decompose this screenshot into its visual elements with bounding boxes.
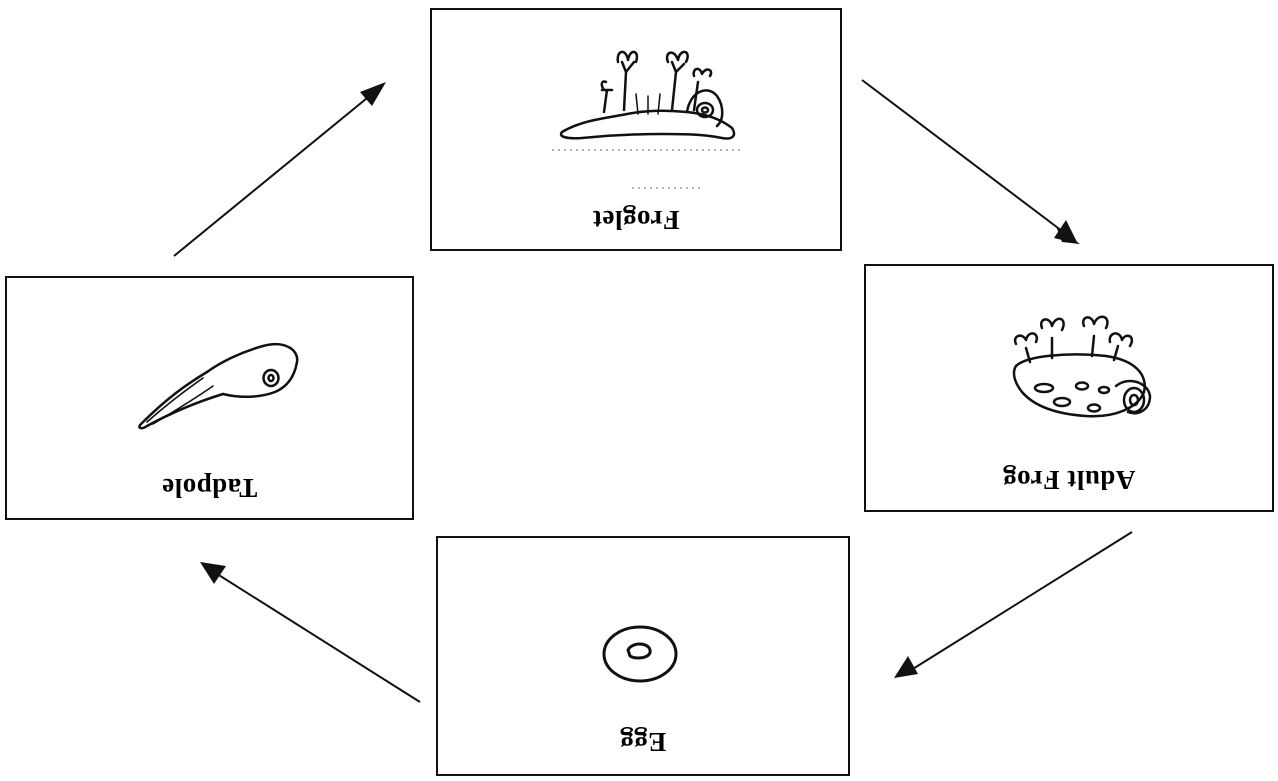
arrowhead-egg-to-tadpole <box>200 562 226 584</box>
arrowhead-tadpole-to-froglet <box>360 82 386 106</box>
arrow-tadpole-to-froglet <box>174 94 372 256</box>
arrow-adult-to-egg <box>908 532 1132 672</box>
arrowhead-froglet-to-adult <box>1054 220 1078 244</box>
arrow-egg-to-tadpole <box>214 572 420 702</box>
arrow-froglet-to-adult <box>862 80 1066 234</box>
